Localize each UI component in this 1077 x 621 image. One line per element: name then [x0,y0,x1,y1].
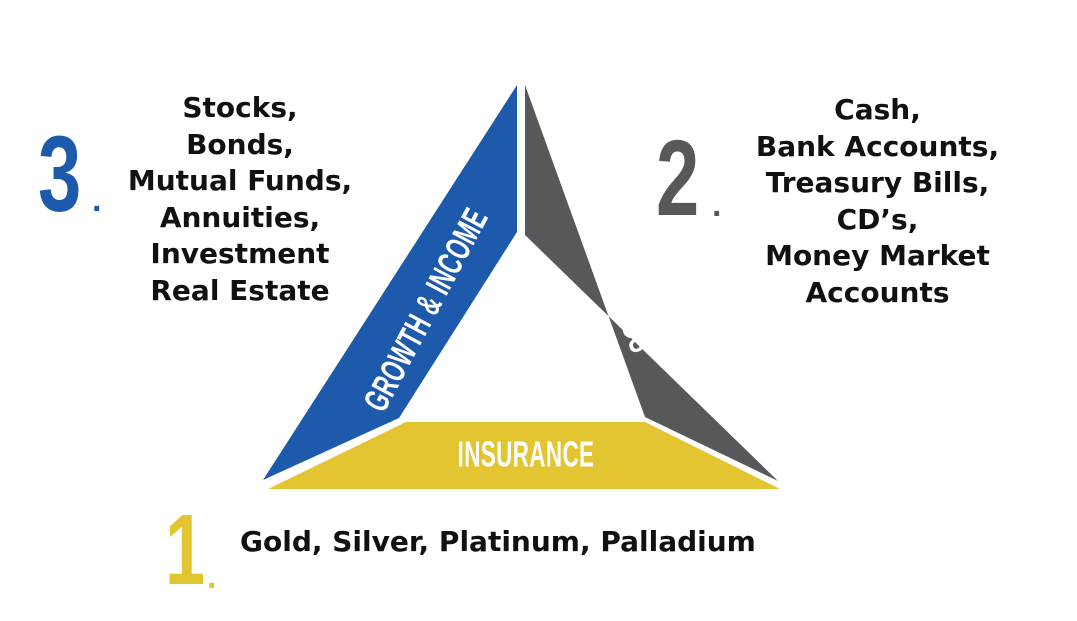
tier-1-number: 1. [165,494,217,606]
tier-three-item: Bonds, [186,127,294,161]
tier-three-item: Investment [150,237,330,271]
tier-three-item: Mutual Funds, [127,164,353,198]
insurance-segment [268,422,780,489]
tier-three-item: Stocks, [182,91,298,124]
tier-2-list: Cash,Bank Accounts,Treasury Bills,CD’s,M… [740,92,1015,312]
tier-two-item: Money Market [765,239,990,273]
tier-3-dot: . [92,181,102,219]
insurance-label: INSURANCE [458,435,595,475]
tier-2-number: 2. [656,117,722,238]
growth-income-segment [263,85,517,480]
tier-three-item: Annuities, [159,200,321,234]
tier-3-number: 3. [38,113,102,234]
tier-three-item: Real Estate [150,273,330,307]
tier-two-item: CD’s, [836,202,919,236]
tier-1-dot: . [207,558,217,596]
tier-3-list: Stocks,Bonds,Mutual Funds,Annuities,Inve… [110,90,370,310]
tier-one-item: Gold, Silver, Platinum, Palladium [240,525,756,558]
tier-2-dot: . [712,186,722,224]
tier-two-item: Bank Accounts, [755,129,1000,163]
tier-1-list: Gold, Silver, Platinum, Palladium [240,524,805,561]
tier-two-item: Cash, [834,93,921,126]
tier-two-item: Treasury Bills, [765,166,990,200]
tier-two-item: Accounts [805,275,950,309]
savings-segment [525,85,778,481]
